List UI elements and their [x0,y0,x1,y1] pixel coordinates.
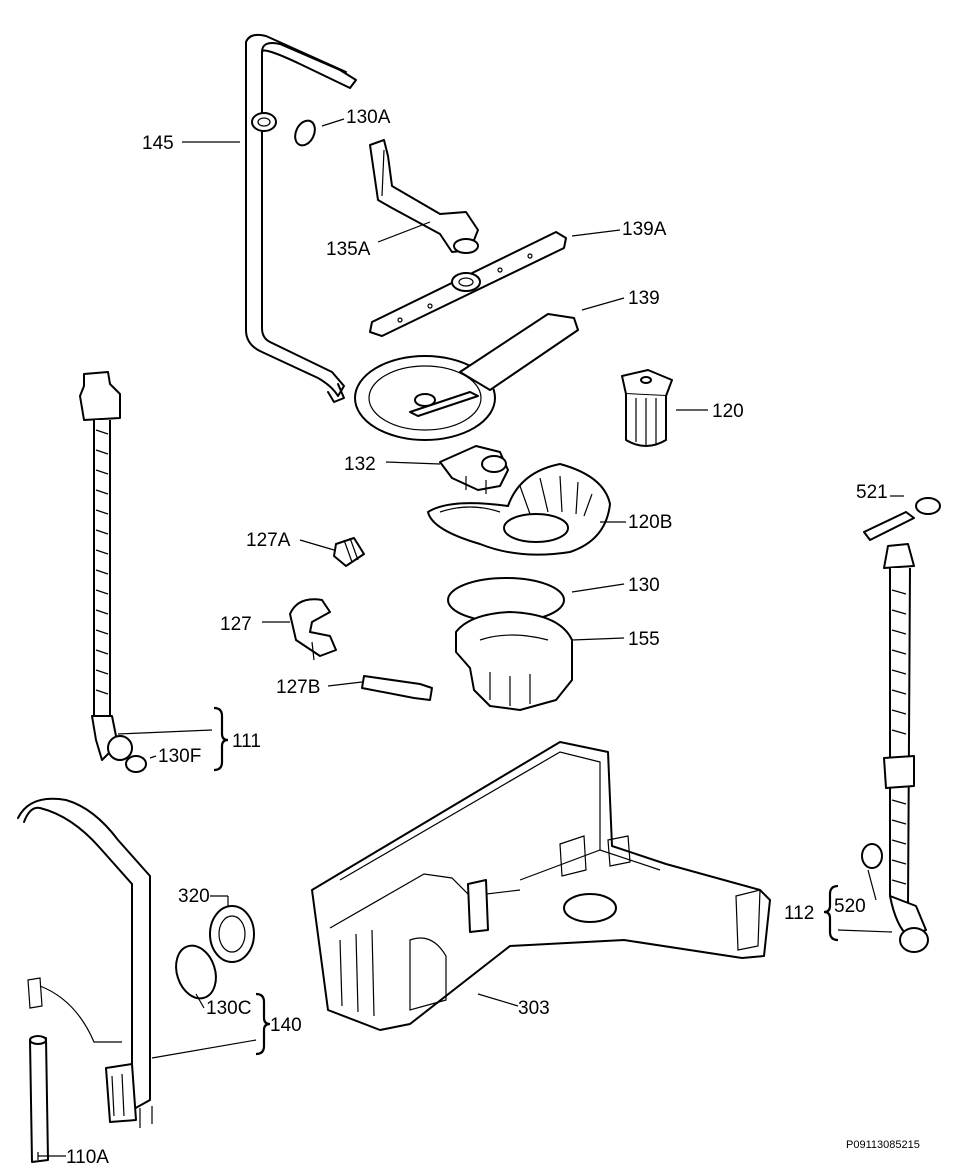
part-120B-microfilter [427,463,611,556]
part-520-grommet [861,843,883,869]
label-521: 521 [856,482,888,503]
part-120-filter [621,369,673,447]
label-135A: 135A [326,239,371,260]
brace-140 [255,992,271,1056]
part-111-inlet-hose [79,371,133,761]
part-130C-ring [175,944,217,1000]
brace-111 [213,706,229,772]
label-130A: 130A [346,107,391,128]
part-labels: 145 130A 135A 139A 139 120 132 120B 127A… [66,107,920,1168]
part-112-drain-hose [883,543,929,953]
label-320: 320 [178,886,210,907]
label-111: 111 [232,731,261,752]
label-145: 145 [142,133,174,154]
part-320-seal [209,905,255,963]
label-139A: 139A [622,219,667,240]
part-130A-o-ring [294,119,316,147]
label-130C: 130C [206,998,251,1019]
label-155: 155 [628,629,660,650]
part-139A-upper-spray-arm [369,231,567,337]
label-127B: 127B [276,677,320,698]
drawing-code: P09113085215 [846,1139,920,1151]
leader-lines [37,118,904,1160]
label-130F: 130F [158,746,201,767]
part-110A-tube [27,977,122,1163]
label-112: 112 [784,903,814,924]
label-303: 303 [518,998,550,1019]
part-303-base [311,741,771,1031]
label-110A: 110A [66,1147,109,1168]
part-127-hose-connector [289,598,337,661]
label-132: 132 [344,454,376,475]
part-127B-hose [361,675,433,701]
label-127A: 127A [246,530,291,551]
part-135A-spray-arm-connector [369,139,479,254]
brace-112 [823,884,839,942]
part-132-filter-housing [439,445,509,494]
part-127A-nozzle [333,537,365,567]
label-120B: 120B [628,512,672,533]
label-130: 130 [628,575,660,596]
part-521-clip [863,497,941,541]
label-127: 127 [220,614,252,635]
part-130F-ring [125,755,147,773]
label-520: 520 [834,896,866,917]
label-139: 139 [628,288,660,309]
label-120: 120 [712,401,744,422]
label-140: 140 [270,1015,302,1036]
part-155-sump [455,611,573,711]
part-145-upper-spray-pipe [245,33,357,403]
part-140-lower-pipe [17,797,153,1128]
part-139-lower-spray-arm [354,313,579,441]
